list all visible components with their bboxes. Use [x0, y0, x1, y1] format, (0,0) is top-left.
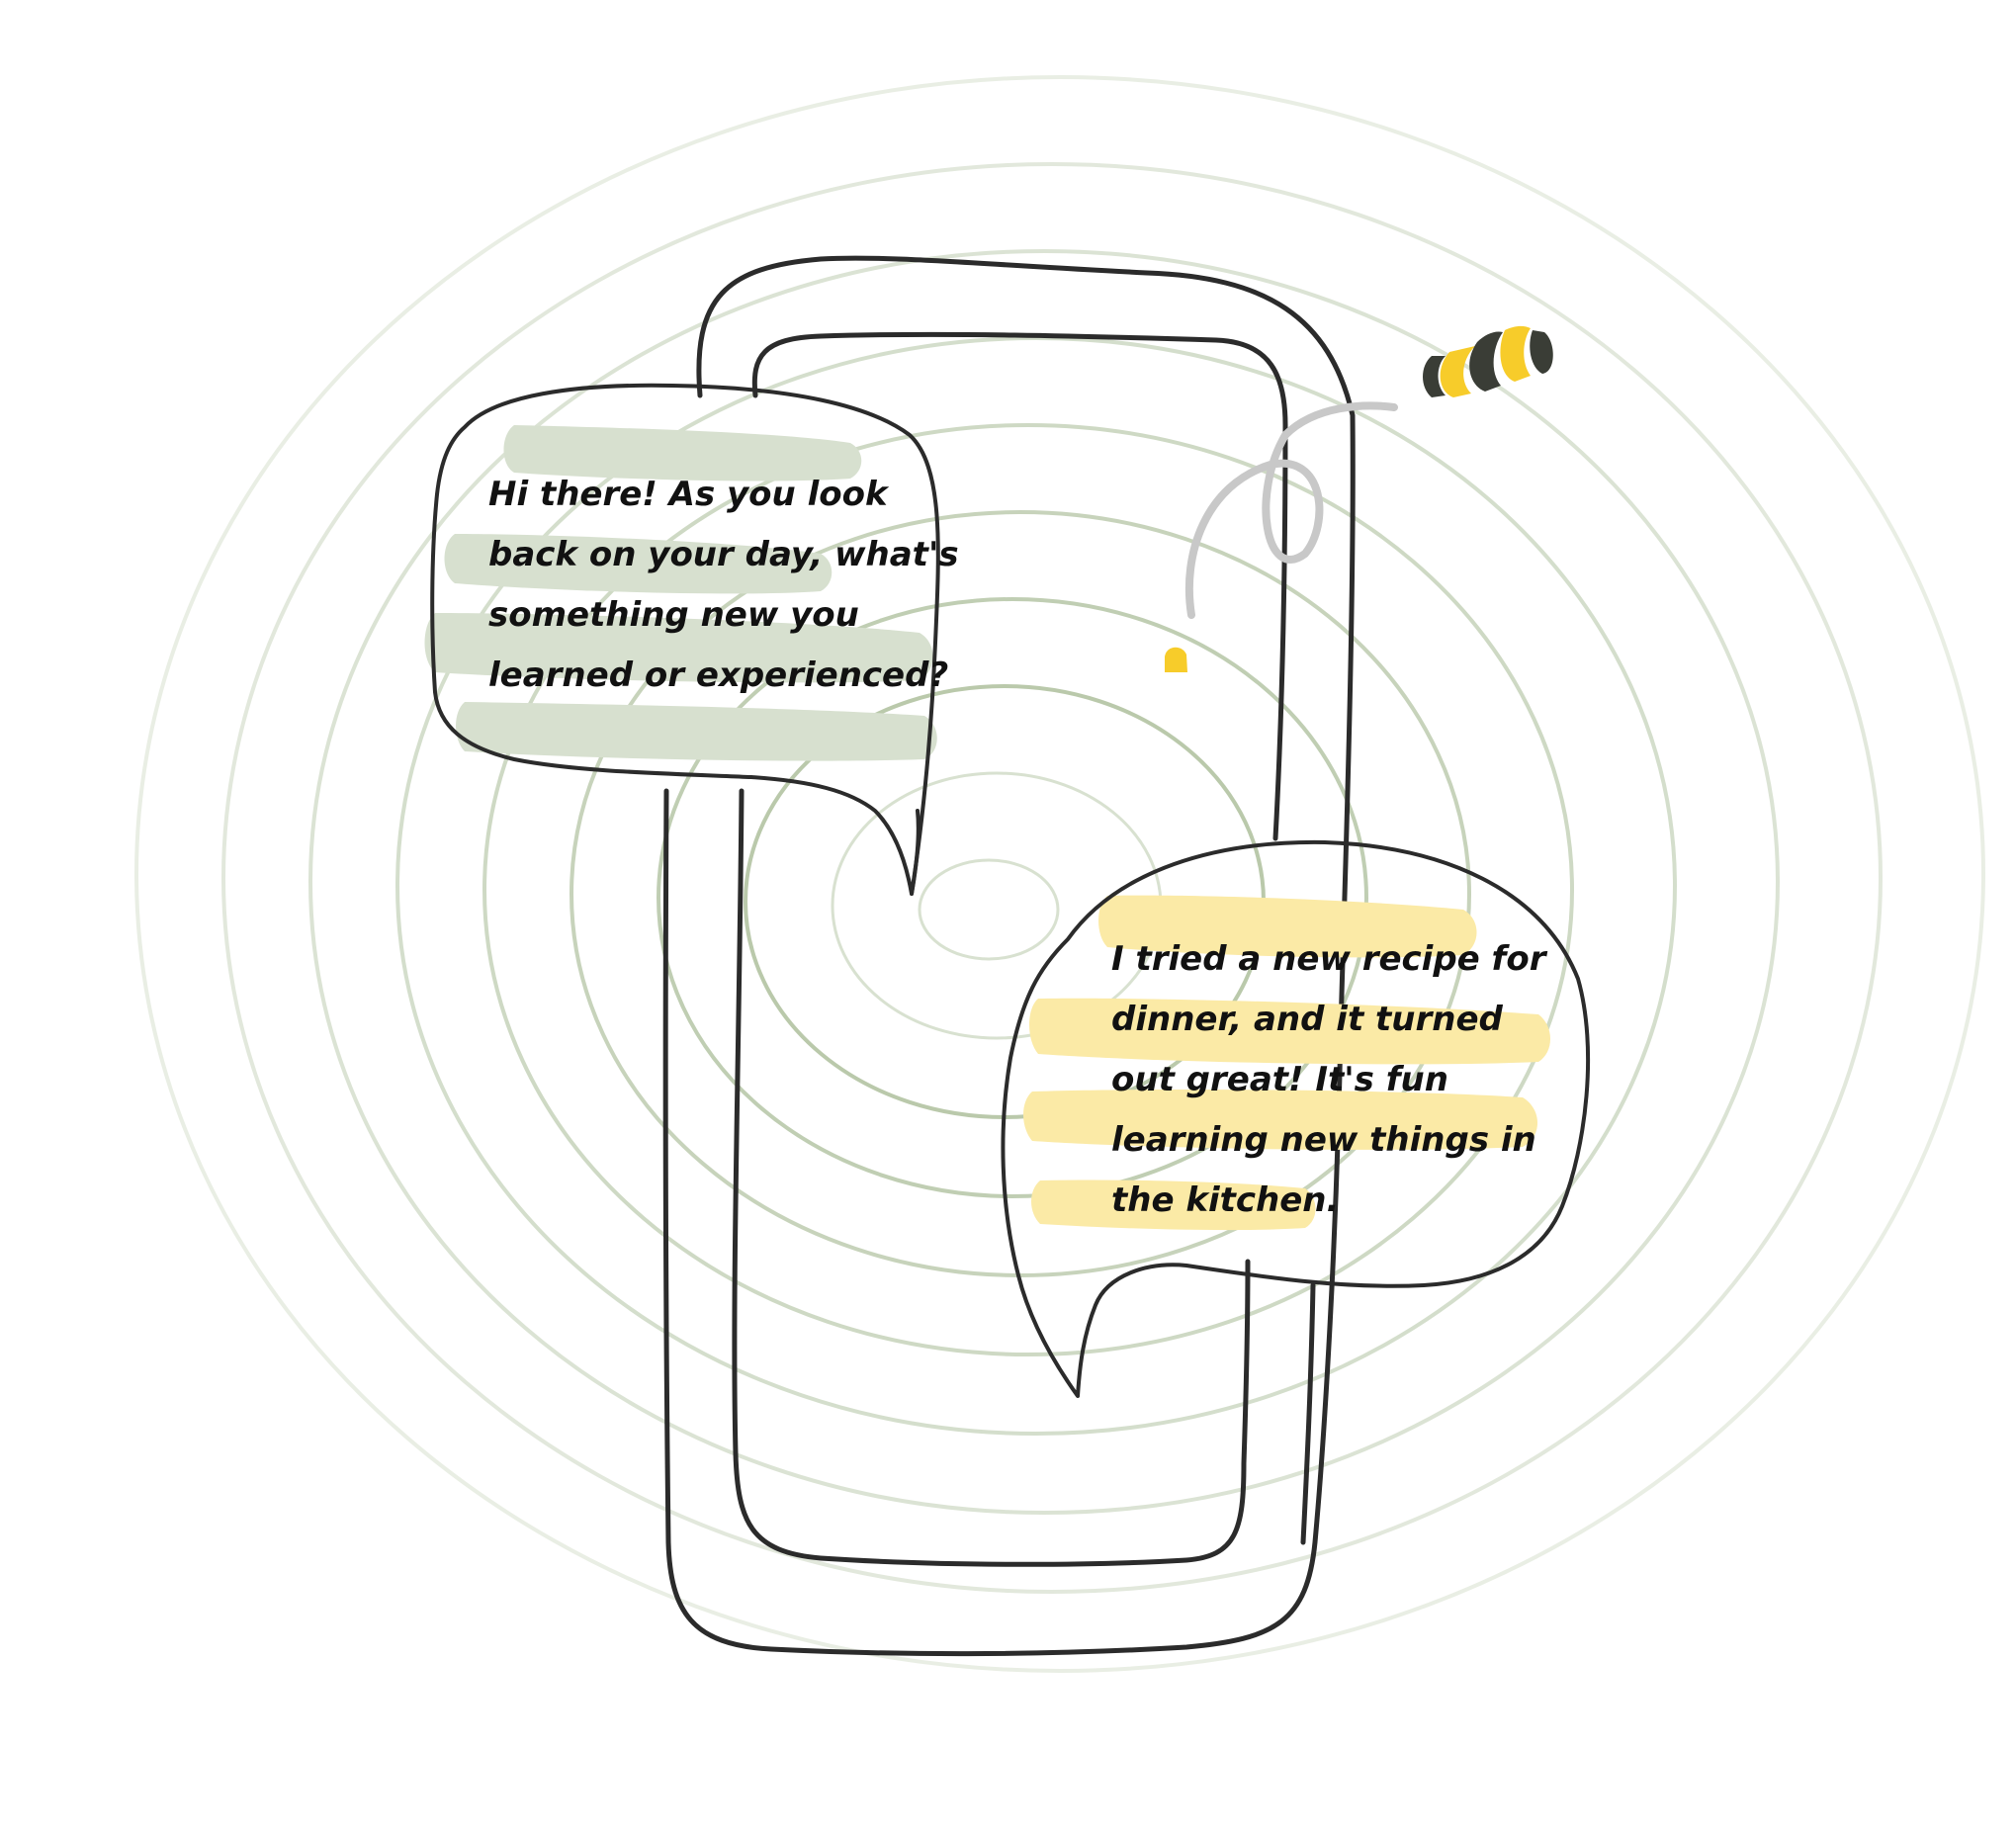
user-highlight-strokes — [1023, 895, 1550, 1231]
phone-inner-frame-lower — [732, 788, 1251, 1567]
ripple-ring — [482, 423, 1574, 1356]
bot-message: Hi there! As you look back on your day, … — [488, 465, 959, 706]
phone-side-edge — [1300, 1282, 1316, 1545]
user-message-line: learning new things in — [1111, 1120, 1536, 1160]
user-message-line: I tried a new recipe for — [1111, 939, 1546, 979]
bot-highlight-strokes — [424, 425, 937, 761]
user-chat-bubble — [1001, 839, 1591, 1398]
bot-message-line: back on your day, what's — [488, 535, 959, 574]
user-message-line: out great! It's fun — [1111, 1060, 1448, 1099]
ripple-ring — [134, 75, 1985, 1673]
ripple-background — [134, 75, 1985, 1673]
phone-outline — [662, 255, 1356, 1657]
ripple-ring — [657, 597, 1368, 1198]
bee-icon — [1423, 325, 1553, 397]
user-message-line: dinner, and it turned — [1111, 1000, 1503, 1039]
bot-chat-bubble — [424, 383, 940, 896]
user-bubble-outline — [1001, 839, 1591, 1398]
ripple-ring — [918, 858, 1060, 961]
bot-bubble-outline — [430, 383, 940, 896]
phone-inner-frame — [751, 331, 1288, 841]
bee-trail-dot — [1165, 647, 1187, 672]
bot-message-line: something new you — [488, 595, 859, 635]
ripple-ring — [221, 162, 1883, 1594]
phone-outer-frame — [662, 255, 1356, 1657]
bee-trail — [1184, 401, 1398, 619]
ripple-ring — [308, 249, 1780, 1515]
bot-message-line: Hi there! As you look — [488, 475, 888, 514]
user-message: I tried a new recipe for dinner, and it … — [1111, 929, 1545, 1231]
bot-message-line: learned or experienced? — [488, 655, 949, 695]
user-message-line: the kitchen. — [1111, 1180, 1340, 1220]
ripple-ring — [395, 336, 1677, 1436]
